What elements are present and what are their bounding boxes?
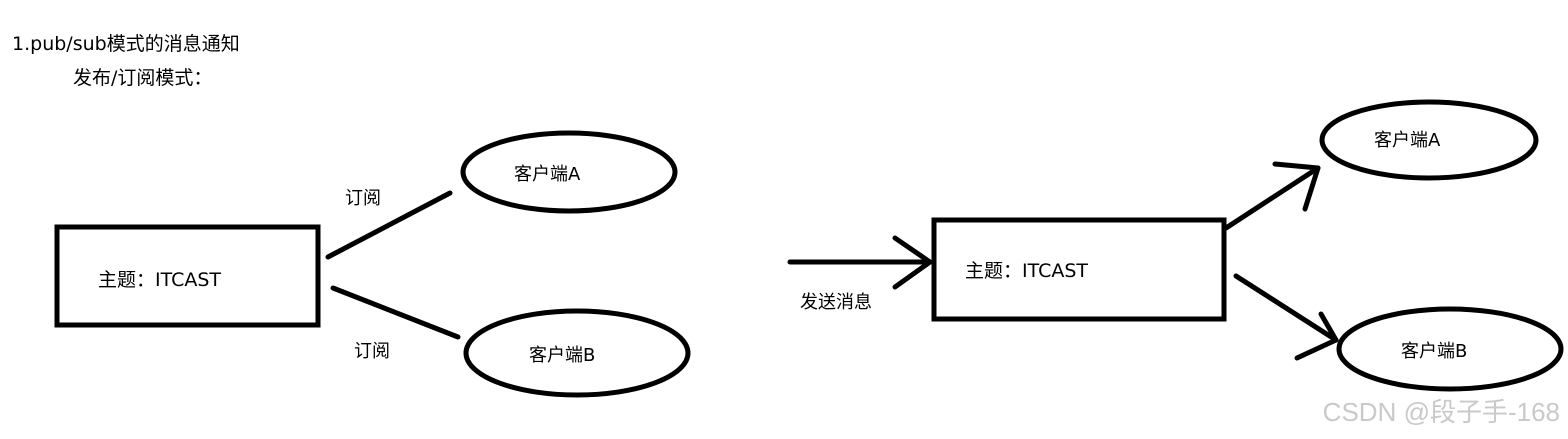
subscribe-a-label: 订阅 (345, 188, 381, 209)
left-diagram: 主题：ITCAST 客户端A 客户端B 订阅 订阅 (54, 130, 691, 398)
page-subtitle: 发布/订阅模式： (73, 67, 212, 89)
publish-arrow-a-shaft (1223, 165, 1321, 231)
right-client-a-label: 客户端A (1374, 130, 1441, 151)
csdn-watermark: CSDN @段子手-168 (1323, 397, 1560, 427)
right-client-b-ellipse (1336, 306, 1564, 392)
right-client-b-label: 客户端B (1401, 341, 1467, 362)
subscribe-b-label: 订阅 (354, 341, 390, 362)
left-client-a-label: 客户端A (514, 164, 581, 185)
subscribe-line-b (330, 285, 461, 340)
right-diagram: 发送消息 主题：ITCAST 客户端A 客户端B (787, 99, 1564, 392)
publish-arrow-b-head (1294, 311, 1339, 361)
subscribe-line-a (325, 190, 453, 260)
send-message-label: 发送消息 (800, 292, 872, 313)
right-client-a-ellipse (1319, 99, 1539, 181)
left-client-a-ellipse (460, 130, 678, 214)
left-topic-box (54, 224, 321, 328)
send-arrow-head (892, 235, 933, 290)
left-client-b-label: 客户端B (529, 345, 595, 366)
publish-arrow-a-head (1272, 161, 1321, 212)
left-topic-label: 主题：ITCAST (98, 269, 221, 291)
left-client-b-ellipse (463, 308, 691, 398)
right-topic-label: 主题：ITCAST (965, 260, 1088, 282)
publish-arrow-b-shaft (1233, 273, 1339, 343)
page-title: 1.pub/sub模式的消息通知 (12, 33, 240, 55)
right-topic-box (931, 217, 1227, 322)
